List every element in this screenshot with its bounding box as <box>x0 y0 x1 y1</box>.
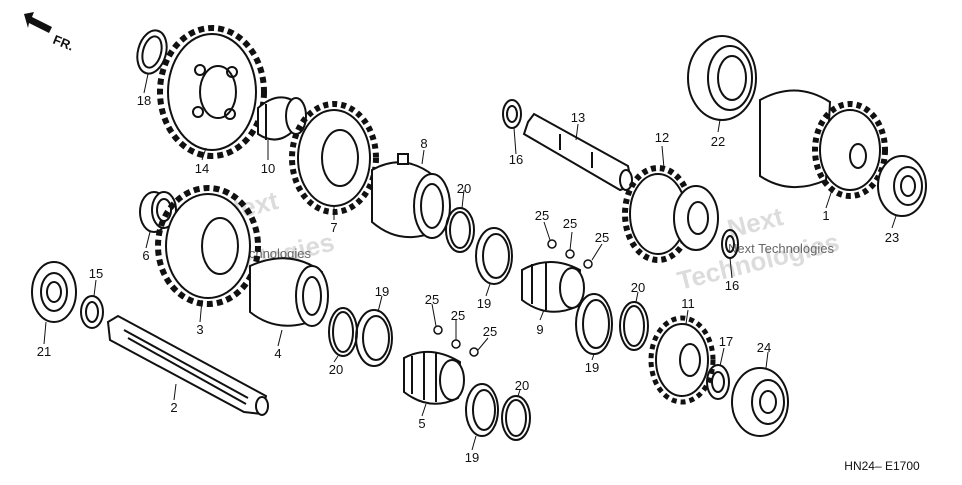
part-label: 19 <box>585 360 599 375</box>
part-label: 19 <box>465 450 479 465</box>
front-direction-label: FR. <box>51 32 76 54</box>
part-label: 15 <box>89 266 103 281</box>
part-label: 4 <box>274 346 281 361</box>
part-label: 25 <box>535 208 549 223</box>
part-20-ring-bottom <box>501 395 531 441</box>
part-25-needles-right <box>547 239 593 269</box>
part-19-ring-right <box>575 293 613 355</box>
part-label: 14 <box>195 161 209 176</box>
part-label: 10 <box>261 161 275 176</box>
part-19-ring-bottom <box>465 383 499 437</box>
part-20-ring-left <box>328 307 358 357</box>
leader-lines <box>43 73 897 451</box>
part-20-ring-mid <box>445 207 475 253</box>
part-label: 16 <box>509 152 523 167</box>
part-label: 9 <box>536 322 543 337</box>
part-label: 1 <box>822 208 829 223</box>
part-label: 25 <box>425 292 439 307</box>
part-20-ring-right <box>619 301 649 351</box>
part-17-washer <box>706 364 730 400</box>
part-label: 11 <box>681 296 695 311</box>
part-label: 25 <box>451 308 465 323</box>
part-label: 21 <box>37 344 51 359</box>
part-label: 19 <box>375 284 389 299</box>
part-18-seal <box>136 29 168 75</box>
part-4-hub <box>249 257 329 327</box>
part-12-gear <box>622 165 719 263</box>
part-10-bushing <box>257 96 307 141</box>
part-label: 25 <box>595 230 609 245</box>
part-11-gear <box>648 315 716 405</box>
part-21-bearing <box>31 261 77 323</box>
part-label: 25 <box>483 324 497 339</box>
watermark-word-next-right: Next <box>724 201 786 244</box>
part-label: 20 <box>515 378 529 393</box>
part-label: 16 <box>725 278 739 293</box>
part-16-washer-top <box>502 99 522 129</box>
part-24-bearing <box>731 367 789 437</box>
part-label: 20 <box>329 362 343 377</box>
front-arrow-icon <box>24 12 52 33</box>
part-19-ring-left <box>355 309 393 367</box>
part-9-needle-bearing <box>521 261 585 313</box>
part-14-gear <box>157 25 267 159</box>
part-25-needles-left <box>433 325 479 357</box>
part-19-ring-mid <box>475 227 513 285</box>
part-label: 18 <box>137 93 151 108</box>
part-2-shaft <box>106 314 269 416</box>
part-label: 12 <box>655 130 669 145</box>
watermark-overlay-right: Next Technologies <box>728 241 834 256</box>
part-22-bearing <box>687 35 757 121</box>
part-labels: 18 14 10 7 8 6 3 4 15 21 2 20 19 20 19 2… <box>37 93 899 465</box>
part-1-gear-assembly <box>759 89 888 199</box>
part-label: 22 <box>711 134 725 149</box>
part-15-washer <box>80 295 104 329</box>
part-label: 5 <box>418 416 425 431</box>
part-7-gear <box>289 101 379 215</box>
part-label: 20 <box>631 280 645 295</box>
part-label: 6 <box>142 248 149 263</box>
part-label: 20 <box>457 181 471 196</box>
part-23-bearing <box>877 155 927 217</box>
part-label: 13 <box>571 110 585 125</box>
part-5-needle-bearing <box>403 351 465 405</box>
part-8-sleeve <box>371 153 451 239</box>
part-label: 17 <box>719 334 733 349</box>
part-label: 2 <box>170 400 177 415</box>
diagram-code: HN24– E1700 <box>844 459 920 473</box>
part-label: 25 <box>563 216 577 231</box>
part-3-gear <box>155 185 261 307</box>
part-label: 24 <box>757 340 771 355</box>
part-label: 7 <box>330 220 337 235</box>
part-label: 19 <box>477 296 491 311</box>
part-label: 23 <box>885 230 899 245</box>
part-label: 8 <box>420 136 427 151</box>
part-label: 3 <box>196 322 203 337</box>
